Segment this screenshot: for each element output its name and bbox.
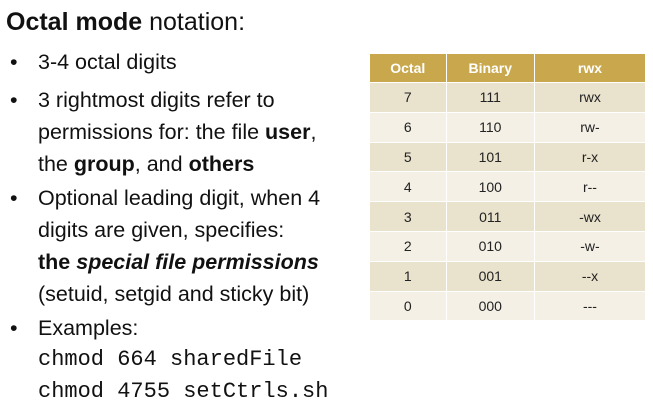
title-bold: Octal mode (6, 8, 143, 36)
bullet-dot: • (10, 88, 18, 112)
table-row: 3 011 -wx (370, 201, 645, 232)
bullet-text-line: digits are given, specifies: (38, 218, 285, 242)
text-segment: the (38, 152, 74, 176)
cell-binary: 101 (446, 141, 535, 172)
bullet-text-line: permissions for: the file user, (38, 116, 368, 148)
table-row: 5 101 r-x (370, 141, 645, 172)
bullet-dot: • (10, 316, 18, 340)
cell-binary: 110 (446, 111, 535, 143)
bullet-text: 3-4 octal digits (38, 46, 368, 78)
cell-rwx: rw- (534, 111, 645, 143)
cell-octal: 1 (370, 260, 447, 292)
bullet-text-line: the group, and others (38, 148, 368, 180)
text-segment: , and (134, 152, 189, 176)
cell-octal: 6 (370, 111, 447, 143)
cell-octal: 3 (370, 201, 447, 232)
header-octal: Octal (370, 54, 447, 83)
keyword-special-perms: special file permissions (76, 250, 319, 274)
table-row: 0 000 --- (370, 290, 645, 321)
cell-binary: 100 (446, 171, 535, 202)
header-binary: Binary (446, 54, 535, 83)
header-rwx: rwx (534, 54, 645, 83)
cell-binary: 011 (446, 201, 535, 232)
cell-binary: 010 (446, 230, 535, 262)
table-row: 6 110 rw- (370, 111, 645, 143)
keyword-group: group (73, 152, 135, 176)
bullet-text-line: 3-4 octal digits (38, 50, 177, 74)
table-row: 2 010 -w- (370, 230, 645, 262)
cell-rwx: -w- (534, 230, 645, 262)
cell-octal: 0 (370, 290, 447, 321)
bullet-text-line: Examples: (38, 316, 139, 340)
keyword-user: user (265, 120, 311, 144)
text-segment: the (38, 250, 77, 274)
title-rest: notation: (142, 8, 246, 36)
bullet-text-line: (setuid, setgid and sticky bit) (38, 282, 310, 306)
cell-rwx: -wx (534, 201, 645, 232)
cell-binary: 000 (446, 290, 535, 321)
keyword-others: others (188, 152, 255, 176)
bullet-text: 3 rightmost digits refer to permissions … (38, 84, 368, 180)
cell-rwx: r-x (534, 141, 645, 172)
bullet-text-line: 3 rightmost digits refer to (38, 88, 275, 112)
cell-rwx: r-- (534, 171, 645, 202)
bullet-text: Examples: chmod 664 sharedFile chmod 475… (38, 312, 368, 408)
cell-octal: 2 (370, 230, 447, 262)
text-segment: permissions for: the file (38, 120, 266, 144)
cell-binary: 001 (446, 260, 535, 292)
cell-rwx: --- (534, 290, 645, 321)
code-example: chmod 4755 setCtrls.sh (38, 379, 329, 404)
table-row: 4 100 r-- (370, 171, 645, 202)
bullet-text: Optional leading digit, when 4 digits ar… (38, 182, 368, 310)
cell-octal: 5 (370, 141, 447, 172)
bullet-dot: • (10, 186, 18, 210)
cell-octal: 4 (370, 171, 447, 202)
cell-rwx: rwx (534, 82, 645, 113)
bullet-dot: • (10, 50, 18, 74)
bullet-text-line: Optional leading digit, when 4 (38, 186, 321, 210)
slide-title: Octal mode notation: (6, 6, 245, 38)
cell-binary: 111 (446, 82, 535, 113)
permissions-table: Octal Binary rwx 7 111 rwx 6 110 rw- 5 1… (370, 54, 645, 321)
table-row: 7 111 rwx (370, 82, 645, 113)
cell-rwx: --x (534, 260, 645, 292)
table-header-row: Octal Binary rwx (370, 54, 645, 83)
table-row: 1 001 --x (370, 260, 645, 292)
cell-octal: 7 (370, 82, 447, 113)
text-segment: , (310, 120, 317, 144)
bullet-text-line: the special file permissions (38, 246, 368, 278)
code-example: chmod 664 sharedFile (38, 347, 303, 372)
